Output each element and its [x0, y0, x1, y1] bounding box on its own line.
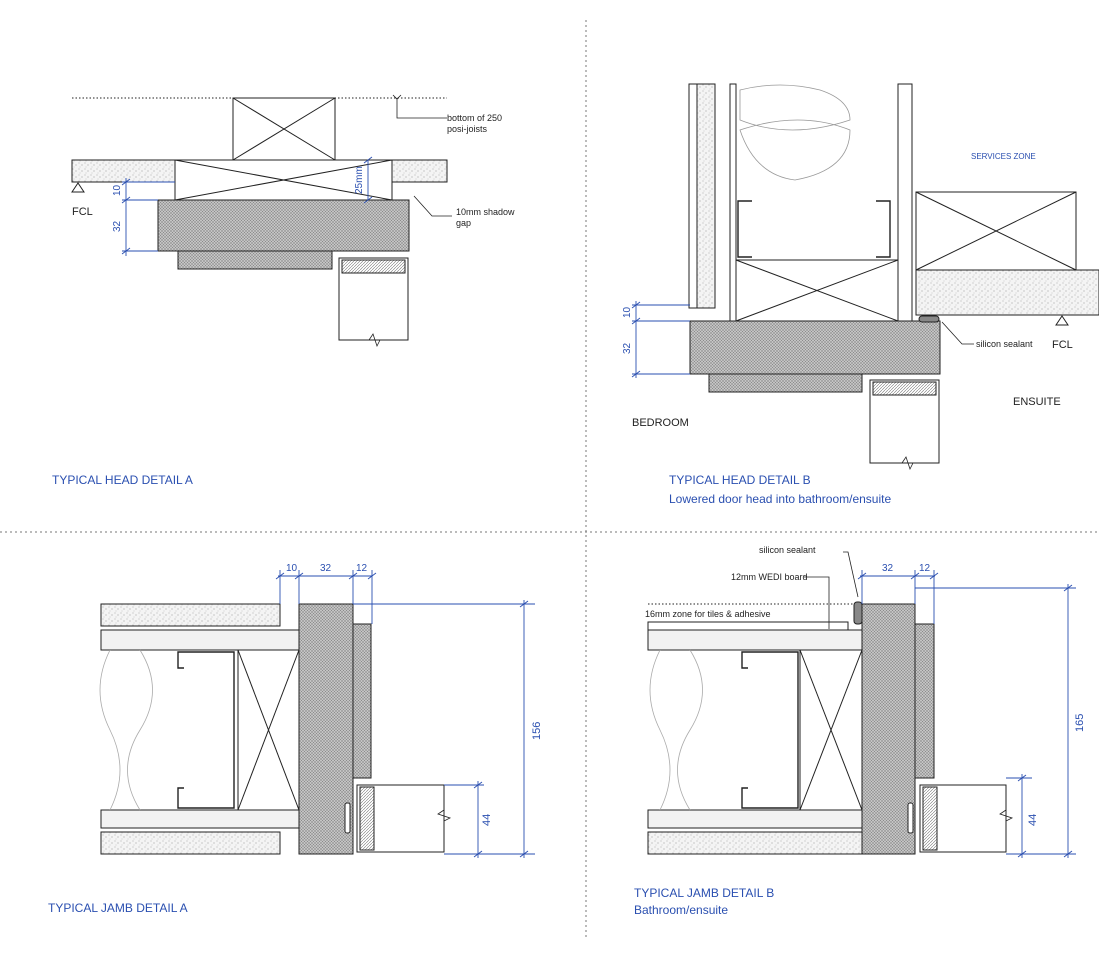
track-bottom-b: [647, 809, 863, 829]
ensuite-lining: [915, 269, 1099, 316]
dim-10-jamb-a: 10: [286, 563, 298, 574]
silicon-bead-jamb-b: [853, 601, 863, 625]
head-a-dimensions: [121, 156, 373, 256]
door-stop: [177, 250, 333, 270]
wedi-board-label: 12mm WEDI board: [731, 572, 808, 582]
jamb-stop-b: [914, 623, 935, 779]
jamb-detail-b-subtitle: Bathroom/ensuite: [634, 903, 728, 917]
wall-lining-top-a: [100, 603, 281, 627]
head-architrave: [157, 199, 410, 252]
joists-leader: [396, 98, 447, 119]
jamb-stop-a: [352, 623, 372, 779]
dim-156-jamb-a: 156: [531, 722, 543, 740]
jamb-detail-a-title: TYPICAL JAMB DETAIL A: [48, 901, 188, 915]
dim-32-head-a: 32: [112, 220, 123, 232]
jamb-detail-b: [647, 551, 1014, 855]
jamb-a-dimensions: [275, 570, 535, 858]
dim-12-jamb-a: 12: [356, 563, 368, 574]
joists-note: bottom of 250: [447, 113, 502, 123]
head-detail-a-title: TYPICAL HEAD DETAIL A: [52, 473, 193, 487]
dim-32-jamb-a: 32: [320, 563, 332, 574]
insulation: [739, 84, 851, 181]
silicon-sealant-label-jamb-b: silicon sealant: [759, 545, 816, 555]
head-detail-b: [688, 83, 1099, 471]
fcl-label-a: FCL: [72, 206, 93, 218]
steel-stud-b: [737, 200, 891, 258]
ensuite-label: ENSUITE: [1013, 396, 1061, 408]
sealant-leader-b: [843, 551, 859, 598]
fcl-marker: [71, 182, 85, 193]
head-b-dimensions: [631, 301, 690, 378]
hinge-b: [907, 802, 914, 834]
head-detail-a: [71, 94, 452, 348]
dim-32-jamb-b: 32: [882, 563, 894, 574]
head-detail-b-subtitle: Lowered door head into bathroom/ensuite: [669, 492, 891, 506]
jamb-detail-a: [99, 603, 452, 855]
wedi-leader: [804, 576, 830, 629]
head-architrave-b: [689, 320, 941, 375]
fcl-marker-b: [1055, 315, 1069, 326]
jamb-detail-b-title: TYPICAL JAMB DETAIL B: [634, 886, 774, 900]
dim-44-jamb-a: 44: [481, 814, 493, 826]
fcl-label-b: FCL: [1052, 339, 1073, 351]
hinge-a: [344, 802, 351, 834]
dim-44-jamb-b: 44: [1027, 814, 1039, 826]
dim-165-jamb-b: 165: [1074, 714, 1086, 732]
track-top-b: [647, 629, 863, 651]
ceiling-lining-right: [391, 159, 448, 183]
services-zone-label: SERVICES ZONE: [971, 152, 1036, 161]
insulation-a: [99, 649, 153, 811]
tile-zone-label: 16mm zone for tiles & adhesive: [645, 609, 771, 619]
track-top-a: [100, 629, 300, 651]
jamb-b-dimensions: [857, 570, 1076, 858]
door-stop-b: [708, 373, 863, 393]
shadow-gap-note: 10mm shadow: [456, 207, 515, 217]
bedroom-label: BEDROOM: [632, 417, 689, 429]
joists-note-2: posi-joists: [447, 124, 488, 134]
silicon-bead-b: [918, 315, 940, 323]
wall-lining-bottom-a: [100, 831, 281, 855]
insulation-b: [649, 649, 703, 811]
steel-stud-b-jamb: [741, 651, 799, 809]
sealant-leader: [941, 321, 974, 345]
gap-leader: [413, 195, 452, 217]
head-detail-b-title: TYPICAL HEAD DETAIL B: [669, 473, 811, 487]
track-bottom-a: [100, 809, 300, 829]
dim-25mm-head-a: 25mm: [354, 166, 365, 194]
wall-lining-bottom-b: [647, 831, 863, 855]
silicon-sealant-label-b: silicon sealant: [976, 339, 1033, 349]
dim-12-jamb-b: 12: [919, 563, 931, 574]
dim-10-head-a: 10: [112, 184, 123, 196]
dim-32-head-b: 32: [622, 342, 633, 354]
shadow-gap-note-2: gap: [456, 218, 471, 228]
wall-lining-left: [696, 83, 716, 309]
jamb-architrave-a: [298, 603, 354, 855]
ceiling-lining-left: [71, 159, 176, 183]
steel-stud-a: [177, 651, 235, 809]
jamb-architrave-b: [861, 603, 916, 855]
dim-10-head-b: 10: [622, 306, 633, 318]
